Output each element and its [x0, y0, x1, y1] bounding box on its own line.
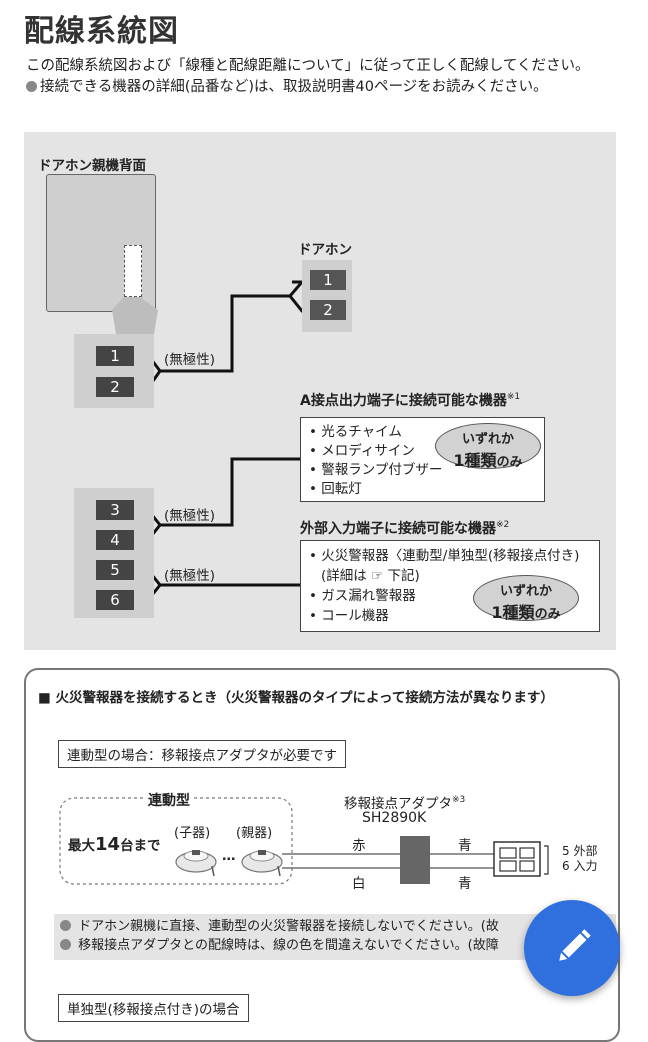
- wiring-lines: [112, 280, 310, 602]
- intro-line-2: 接続できる機器の詳細(品番など)は、取扱説明書40ページをお読みください。: [26, 77, 548, 97]
- wire-group-a: [160, 457, 300, 527]
- doorphone-terminal-panel: 1 2: [302, 260, 352, 332]
- group-a-list: • 光るチャイム • メロディサイン • 警報ランプ付ブザー • 回転灯: [309, 423, 442, 499]
- wire-blue-bottom-label: 青: [458, 876, 472, 892]
- adapter-label: 移報接点アダプタ※3: [344, 795, 466, 812]
- terminal-block-icon: [493, 841, 549, 877]
- terminal-1: 1: [96, 346, 134, 366]
- terminal-2: 2: [96, 377, 134, 397]
- warning-note-2: 移報接点アダプタとの配線時は、線の色を間違えないでください。(故障: [60, 936, 499, 956]
- case2-label: 単独型(移報接点付き)の場合: [58, 994, 249, 1022]
- group-b-item-detail: (詳細は ☞ 下記): [321, 568, 420, 584]
- wire-blue-top-label: 青: [458, 838, 472, 854]
- callout-wedge-lower: [112, 310, 158, 334]
- terminal-6: 6: [96, 590, 134, 610]
- group-a-only-one-badge: いずれか 1種類のみ: [435, 423, 541, 470]
- group-a-item: • 光るチャイム: [309, 424, 402, 440]
- doorphone-terminal-1: 1: [310, 270, 346, 290]
- group-a-item: • メロディサイン: [309, 443, 415, 459]
- linked-type-label: 連動型: [144, 790, 194, 810]
- terminal-location-marker: [124, 245, 142, 297]
- group-b-item: • 火災警報器〈連動型/単独型(移報接点付き): [309, 548, 580, 564]
- callout-wedge: [112, 297, 158, 310]
- child-label: (子器): [174, 826, 211, 841]
- bullet-icon: [60, 939, 71, 950]
- pencil-icon: [559, 929, 591, 961]
- nonpolar-label-3: (無極性): [164, 568, 216, 584]
- bullet-icon: [26, 81, 37, 92]
- warning-note-1: ドアホン親機に直接、連動型の火災警報器を接続しないでください。(故: [60, 917, 499, 937]
- child-alarm-icon: [175, 850, 217, 877]
- terminal-4: 4: [96, 530, 134, 550]
- nonpolar-label-2: (無極性): [164, 508, 216, 524]
- doorphone-label: ドアホン: [298, 242, 352, 258]
- ellipsis-label: …: [222, 848, 236, 864]
- terminal-panel-bottom: 3 4 5 6: [74, 488, 154, 618]
- group-a-item: • 回転灯: [309, 481, 362, 497]
- adapter-box: [400, 836, 430, 884]
- wire-white-label: 白: [352, 876, 366, 892]
- doorphone-terminal-2: 2: [310, 300, 346, 320]
- fire-section-heading: ■ 火災警報器を接続するとき（火災警報器のタイプによって接続方法が異なります）: [38, 690, 554, 706]
- page-title: 配線系統図: [24, 14, 179, 49]
- fire-alarm-section: ■ 火災警報器を接続するとき（火災警報器のタイプによって接続方法が異なります） …: [24, 668, 620, 1042]
- adapter-model: SH2890K: [362, 810, 427, 826]
- wire-red-label: 赤: [352, 838, 366, 854]
- terminal-5: 5: [96, 560, 134, 580]
- max-units-label: 最大14台まで: [68, 834, 161, 855]
- wiring-diagram: ドアホン親機背面 1 2 (無極性) ドアホン 1 2 A接点出力端子に接続可能…: [24, 132, 616, 650]
- group-a-item: • 警報ランプ付ブザー: [309, 462, 443, 478]
- nonpolar-label-1: (無極性): [164, 352, 216, 368]
- edit-fab-button[interactable]: [524, 900, 620, 996]
- group-b-item: • コール機器: [309, 608, 389, 624]
- main-unit-label: ドアホン親機背面: [38, 158, 146, 174]
- group-b-box: • 火災警報器〈連動型/単独型(移報接点付き) (詳細は ☞ 下記) • ガス漏…: [300, 540, 600, 632]
- terminal-3: 3: [96, 500, 134, 520]
- wire-doorphone: [160, 294, 290, 373]
- intro-line-1: この配線系統図および「線種と配線距離について」に従って正しく配線してください。: [26, 58, 590, 74]
- group-b-only-one-badge: いずれか 1種類のみ: [473, 575, 579, 622]
- fire-wiring-diagram: [59, 797, 549, 885]
- terminal-labels: 5 外部 6 入力: [562, 844, 598, 873]
- group-b-list: • 火災警報器〈連動型/単独型(移報接点付き) (詳細は ☞ 下記) • ガス漏…: [309, 546, 579, 626]
- parent-label: (親器): [236, 826, 273, 841]
- terminal-panel-top: 1 2: [74, 334, 154, 408]
- group-a-box: • 光るチャイム • メロディサイン • 警報ランプ付ブザー • 回転灯 いずれ…: [300, 417, 545, 502]
- case1-label: 連動型の場合：移報接点アダプタが必要です: [58, 740, 346, 768]
- group-b-title: 外部入力端子に接続可能な機器※2: [300, 520, 510, 537]
- parent-alarm-icon: [241, 850, 283, 877]
- warning-notes: ドアホン親機に直接、連動型の火災警報器を接続しないでください。(故 移報接点アダ…: [54, 914, 616, 960]
- bullet-icon: [60, 920, 71, 931]
- group-a-title: A接点出力端子に接続可能な機器※1: [300, 392, 521, 409]
- reference-icon: ☞: [371, 568, 384, 584]
- group-b-item: • ガス漏れ警報器: [309, 588, 416, 604]
